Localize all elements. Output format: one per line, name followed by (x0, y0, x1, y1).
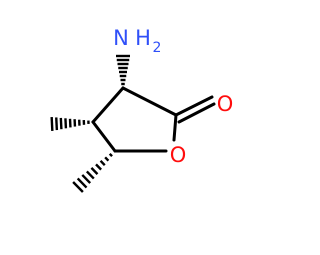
atom-label-amino-n: N (113, 26, 129, 50)
atom-label-amino-h-count: 2 (153, 40, 162, 56)
hash-segment (105, 157, 108, 160)
amino-group-label: N H 2 (113, 26, 161, 56)
hash-segment (114, 150, 115, 151)
bond-c3-c2 (123, 88, 176, 115)
bonds-group (52, 56, 214, 192)
hash-segment (56, 117, 57, 130)
hashed-bond-c4-methyl (52, 117, 93, 131)
hashed-bond-c5-methyl (73, 150, 116, 192)
hash-segment (87, 171, 94, 178)
atom-label-ring-oxygen: O (170, 143, 187, 167)
bond-c2-o (174, 115, 176, 140)
structure-canvas: N H 2 O O (0, 0, 250, 250)
bond-carbonyl-2 (179, 104, 214, 122)
bond-carbonyl-1 (176, 97, 212, 115)
atom-label-carbonyl-oxygen: O (217, 92, 234, 116)
hashed-bond-c3-n (116, 56, 130, 88)
bond-c3-c4 (93, 88, 123, 122)
hash-segment (110, 154, 112, 156)
atom-label-amino-h: H (135, 26, 151, 50)
hash-segment (96, 164, 101, 169)
hash-segment (101, 161, 105, 165)
hash-segment (82, 175, 90, 183)
molecule-drawing: N H 2 O O (0, 0, 250, 250)
hash-segment (91, 168, 97, 174)
hash-segment (61, 118, 62, 129)
bond-c4-c5 (93, 122, 115, 151)
hash-segment (78, 178, 87, 187)
hash-segment (52, 117, 53, 131)
